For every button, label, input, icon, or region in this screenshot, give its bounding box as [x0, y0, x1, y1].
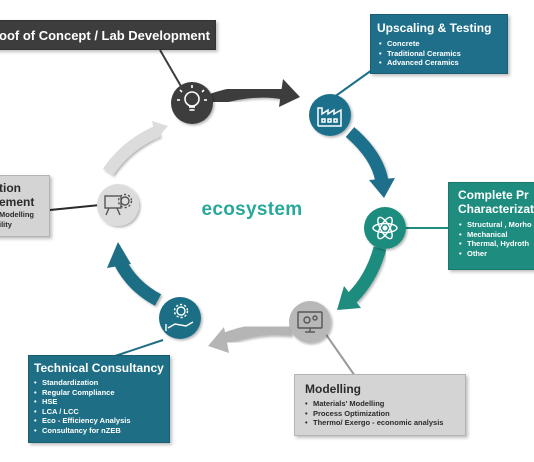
consultancy-box: Technical Consultancy Standardization Re… [28, 355, 170, 443]
arrow-characterization-to-modelling [347, 246, 387, 303]
list-item: Thermal, Hydroth [459, 239, 534, 249]
consultancy-list: Standardization Regular Compliance HSE L… [29, 378, 169, 436]
list-item: Advanced Ceramics [379, 58, 507, 68]
list-item: Consultancy for nZEB [34, 426, 169, 436]
arrow-consultancy-to-education [114, 258, 162, 306]
list-item: Traditional Ceramics [379, 49, 507, 59]
proof-title: oof of Concept / Lab Development [0, 28, 210, 43]
list-item: Mechanical [459, 230, 534, 240]
arrow-head-upscaling-to-characterization [369, 178, 395, 198]
center-label: ecosystem [201, 199, 303, 220]
education-list: Modelling ility [0, 210, 49, 229]
proof-of-concept-box: oof of Concept / Lab Development [0, 20, 216, 50]
arrow-head-characterization-to-modelling [337, 286, 361, 310]
characterization-title-line-1: Complete Pr [458, 188, 529, 202]
characterization-box: Complete Pr Characterizat Structural , M… [448, 182, 534, 270]
list-item: Structural , Morho [459, 220, 534, 230]
education-title-line-2: ement [0, 195, 35, 209]
list-item: ility [0, 219, 12, 229]
list-item: LCA / LCC [34, 407, 169, 417]
characterization-title-line-2: Characterizat [458, 202, 534, 216]
connector-consultancy [114, 339, 164, 357]
education-title-line-1: tion [0, 181, 21, 195]
list-item: HSE [34, 397, 169, 407]
list-item: Modelling [0, 210, 34, 219]
arrow-modelling-to-consultancy [219, 323, 293, 346]
upscaling-box: Upscaling & Testing Concrete Traditional… [370, 14, 508, 74]
arrow-education-to-proof [103, 125, 161, 176]
arrow-head-consultancy-to-education [107, 242, 131, 268]
list-item: Materials' Modelling [305, 399, 465, 409]
arrow-proof-to-upscaling [209, 84, 290, 107]
hand-gear-icon [165, 303, 194, 331]
education-box: tion ement Modelling ility [0, 175, 50, 237]
consultancy-circle [159, 297, 201, 339]
factory-icon [317, 107, 342, 127]
education-circle [97, 184, 139, 226]
list-item: Regular Compliance [34, 388, 169, 398]
list-item: Standardization [34, 378, 169, 388]
connector-proof [159, 49, 183, 89]
connector-upscaling [329, 69, 373, 101]
cycle-arrows [103, 79, 395, 353]
upscaling-circle [309, 94, 351, 136]
upscaling-title: Upscaling & Testing [377, 21, 492, 35]
arrow-head-education-to-proof [152, 121, 168, 140]
board-gear-icon [104, 193, 133, 216]
arrow-head-proof-to-upscaling [279, 79, 300, 107]
list-item: Process Optimization [305, 409, 465, 419]
list-item: Other [459, 249, 534, 259]
consultancy-title: Technical Consultancy [34, 361, 164, 375]
modelling-list: Materials' Modelling Process Optimizatio… [295, 399, 465, 428]
arrow-upscaling-to-characterization [345, 127, 389, 184]
atom-icon [372, 216, 398, 240]
computer-gears-icon [297, 311, 323, 333]
connector-education [49, 204, 101, 211]
modelling-box: Modelling Materials' Modelling Process O… [294, 374, 466, 436]
arrow-head-modelling-to-consultancy [208, 327, 229, 353]
list-item: Thermo/ Exergo - economic analysis [305, 418, 465, 428]
list-item: Eco - Efficiency Analysis [34, 416, 169, 426]
list-item: Concrete [379, 39, 507, 49]
stage-circles [97, 82, 406, 343]
upscaling-list: Concrete Traditional Ceramics Advanced C… [371, 39, 507, 68]
proof-circle [171, 82, 213, 124]
lightbulb-icon [177, 85, 207, 111]
characterization-list: Structural , Morho Mechanical Thermal, H… [449, 220, 534, 258]
modelling-title: Modelling [305, 382, 361, 396]
